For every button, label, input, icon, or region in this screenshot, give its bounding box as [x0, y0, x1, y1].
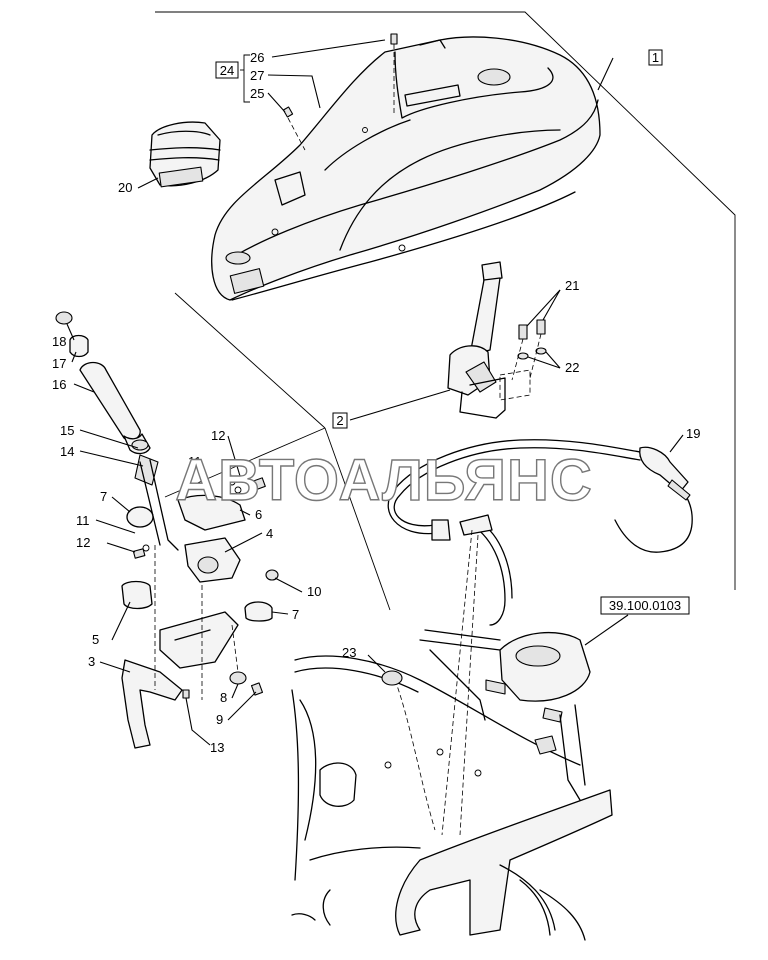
- boxed-label-24-text: 24: [220, 63, 234, 78]
- assembly-frame-lines: [155, 11, 736, 611]
- boxed-label-2-text: 2: [336, 413, 343, 428]
- callout-19: 19: [686, 426, 700, 441]
- callout-7-right: 7: [292, 607, 299, 622]
- section-ref-text[interactable]: 39.100.0103: [609, 598, 681, 613]
- dashboard-cover: [211, 36, 601, 301]
- boxed-label-2: 2: [332, 412, 348, 429]
- callout-23: 23: [342, 645, 356, 660]
- callout-26: 26: [250, 50, 264, 65]
- callout-11-left: 11: [76, 513, 90, 528]
- callout-4: 4: [266, 526, 273, 541]
- callout-numbers: 26 27 25 20 18 17 16 15 14 12 11 7 6 11 …: [52, 50, 700, 755]
- callout-5: 5: [92, 632, 99, 647]
- boxed-label-1: 1: [648, 49, 663, 66]
- callout-20: 20: [118, 180, 132, 195]
- callout-11-top: 11: [188, 454, 202, 469]
- callout-25: 25: [250, 86, 264, 101]
- callout-6: 6: [255, 507, 262, 522]
- callout-21: 21: [565, 278, 579, 293]
- callout-17: 17: [52, 356, 66, 371]
- screw-26: [390, 33, 398, 115]
- callout-18: 18: [52, 334, 66, 349]
- callout-27: 27: [250, 68, 264, 83]
- callout-15: 15: [60, 423, 74, 438]
- callout-14: 14: [60, 444, 74, 459]
- callout-9: 9: [216, 712, 223, 727]
- callout-10: 10: [307, 584, 321, 599]
- callout-12-top: 12: [211, 428, 225, 443]
- callout-22: 22: [565, 360, 579, 375]
- callout-12-left: 12: [76, 535, 90, 550]
- boxed-label-1-text: 1: [652, 50, 659, 65]
- screw-25: [282, 106, 306, 151]
- boot-part-20: [149, 121, 221, 188]
- callout-7-left: 7: [100, 489, 107, 504]
- gear-lever-left: [55, 311, 179, 551]
- section-ref-link[interactable]: 39.100.0103: [600, 596, 690, 615]
- callout-8: 8: [220, 690, 227, 705]
- gear-linkage-assembly: [121, 477, 279, 749]
- boxed-label-24: 24: [215, 61, 239, 79]
- callout-3: 3: [88, 654, 95, 669]
- shift-cable: [387, 439, 693, 626]
- watermark-text: АВТОАЛЬЯНС: [175, 448, 592, 513]
- tractor-frame: [291, 529, 613, 941]
- callout-16: 16: [52, 377, 66, 392]
- gear-lever-right: [447, 261, 547, 419]
- leader-lines: [66, 39, 684, 746]
- group-bracket-24: [240, 54, 250, 103]
- callout-13: 13: [210, 740, 224, 755]
